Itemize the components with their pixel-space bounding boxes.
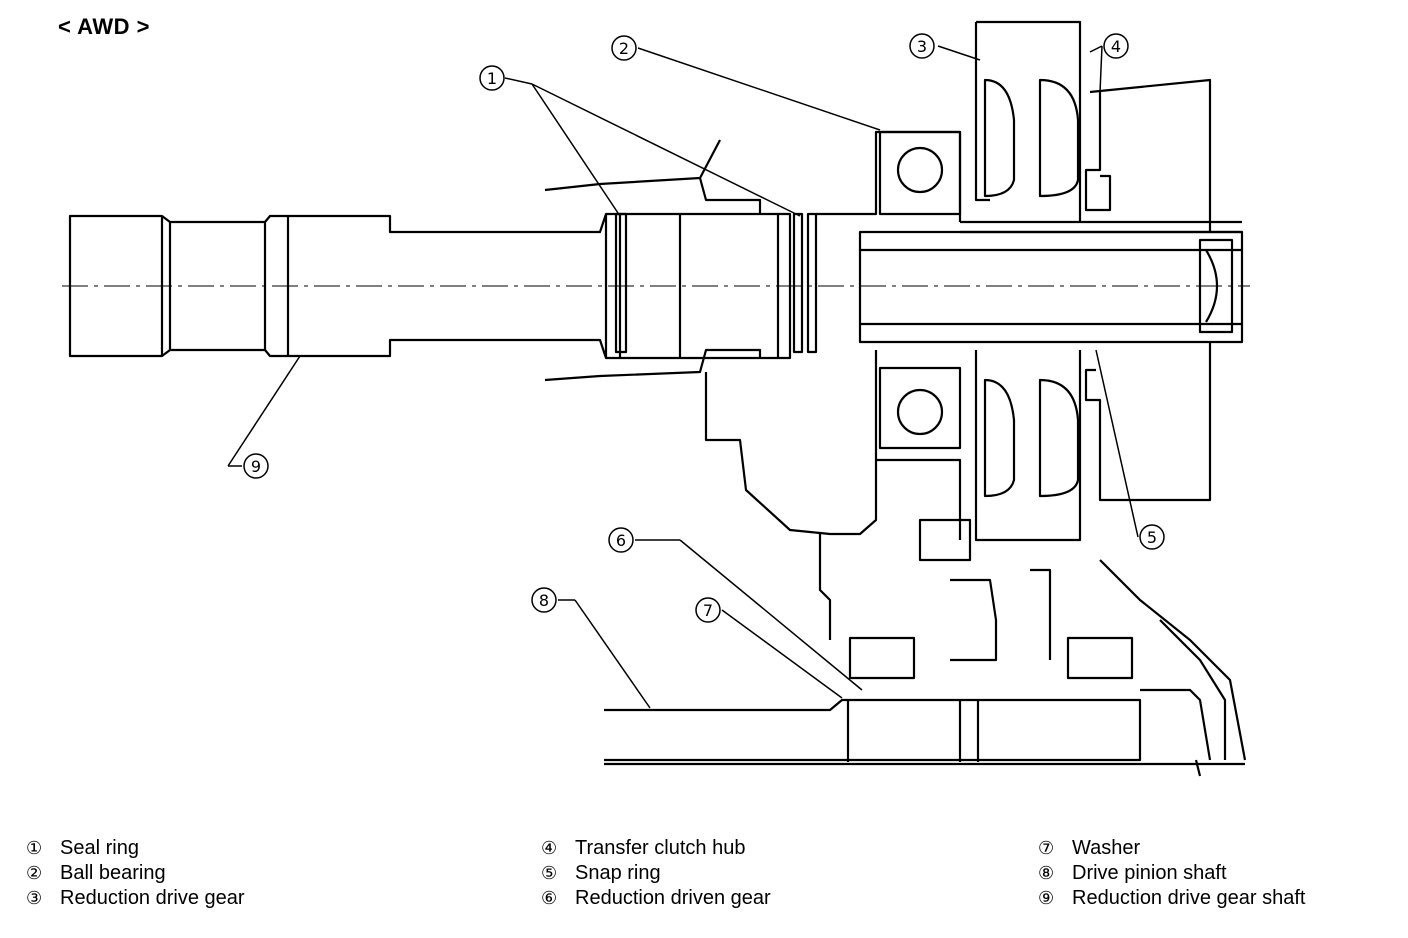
callout-2: 2 (611, 35, 637, 61)
drive-pinion-shaft (604, 688, 1245, 777)
housing-upper (544, 130, 1242, 234)
legend-number: ⑧ (1038, 863, 1055, 884)
callout-3: 3 (909, 33, 935, 59)
legend-number: ① (26, 838, 43, 859)
legend-item: ③ Reduction drive gear (26, 886, 245, 911)
output-shaft (858, 230, 1244, 344)
callout-8: 8 (531, 587, 557, 613)
legend-item: ⑦ Washer (1038, 836, 1305, 861)
callout-9: 9 (243, 453, 269, 479)
legend-label: Seal ring (60, 837, 139, 859)
legend-item: ⑨ Reduction drive gear shaft (1038, 886, 1305, 911)
svg-text:5: 5 (1147, 528, 1157, 547)
legend-item: ⑥ Reduction driven gear (541, 886, 771, 911)
legend-number: ② (26, 863, 43, 884)
legend-label: Ball bearing (60, 862, 166, 884)
svg-text:2: 2 (619, 39, 629, 58)
svg-text:8: 8 (539, 591, 549, 610)
housing-lower (544, 348, 1247, 761)
legend-number: ⑤ (541, 863, 558, 884)
legend-item: ⑧ Drive pinion shaft (1038, 861, 1305, 886)
legend-number: ④ (541, 838, 558, 859)
diagram-title: < AWD > (58, 14, 150, 39)
legend-number: ⑦ (1038, 838, 1055, 859)
legend-label: Reduction drive gear (60, 887, 245, 909)
legend-label: Drive pinion shaft (1072, 862, 1227, 884)
legend-label: Reduction drive gear shaft (1072, 887, 1306, 909)
svg-text:7: 7 (703, 601, 713, 620)
legend-label: Transfer clutch hub (575, 837, 746, 859)
callout-5: 5 (1139, 524, 1165, 550)
legend-number: ③ (26, 888, 43, 909)
driven-gear-bearings (848, 636, 1134, 680)
legend-number: ⑨ (1038, 888, 1055, 909)
svg-text:4: 4 (1111, 37, 1121, 56)
reduction-drive-gear-shaft (68, 212, 792, 360)
callout-4: 4 (1103, 33, 1129, 59)
legend-column-2: ④ Transfer clutch hub ⑤ Snap ring ⑥ Reducti… (541, 836, 771, 911)
legend-item: ⑤ Snap ring (541, 861, 771, 886)
legend-number: ⑥ (541, 888, 558, 909)
ball-bearing-upper (878, 130, 962, 216)
legend-item: ④ Transfer clutch hub (541, 836, 771, 861)
legend-label: Reduction driven gear (575, 887, 771, 909)
legend-column-3: ⑦ Washer ⑧ Drive pinion shaft ⑨ Reduction d… (1038, 836, 1305, 911)
transfer-assembly-drawing: 1 2 3 4 5 6 7 8 9 (62, 20, 1250, 777)
callout-1: 1 (479, 65, 505, 91)
reduction-drive-gear (974, 20, 1082, 542)
callout-7: 7 (695, 597, 721, 623)
callout-6: 6 (608, 527, 634, 553)
svg-text:6: 6 (616, 531, 626, 550)
svg-text:1: 1 (487, 69, 497, 88)
legend-label: Washer (1072, 837, 1141, 859)
seal-rings (614, 212, 818, 354)
legend-item: ② Ball bearing (26, 861, 245, 886)
legend-column-1: ① Seal ring ② Ball bearing ③ Reduction driv… (26, 836, 245, 911)
transfer-clutch-hub (1084, 78, 1212, 502)
svg-text:9: 9 (251, 457, 261, 476)
legend-item: ① Seal ring (26, 836, 245, 861)
leader-lines (227, 45, 1139, 709)
svg-text:3: 3 (917, 37, 927, 56)
legend-label: Snap ring (575, 862, 661, 884)
